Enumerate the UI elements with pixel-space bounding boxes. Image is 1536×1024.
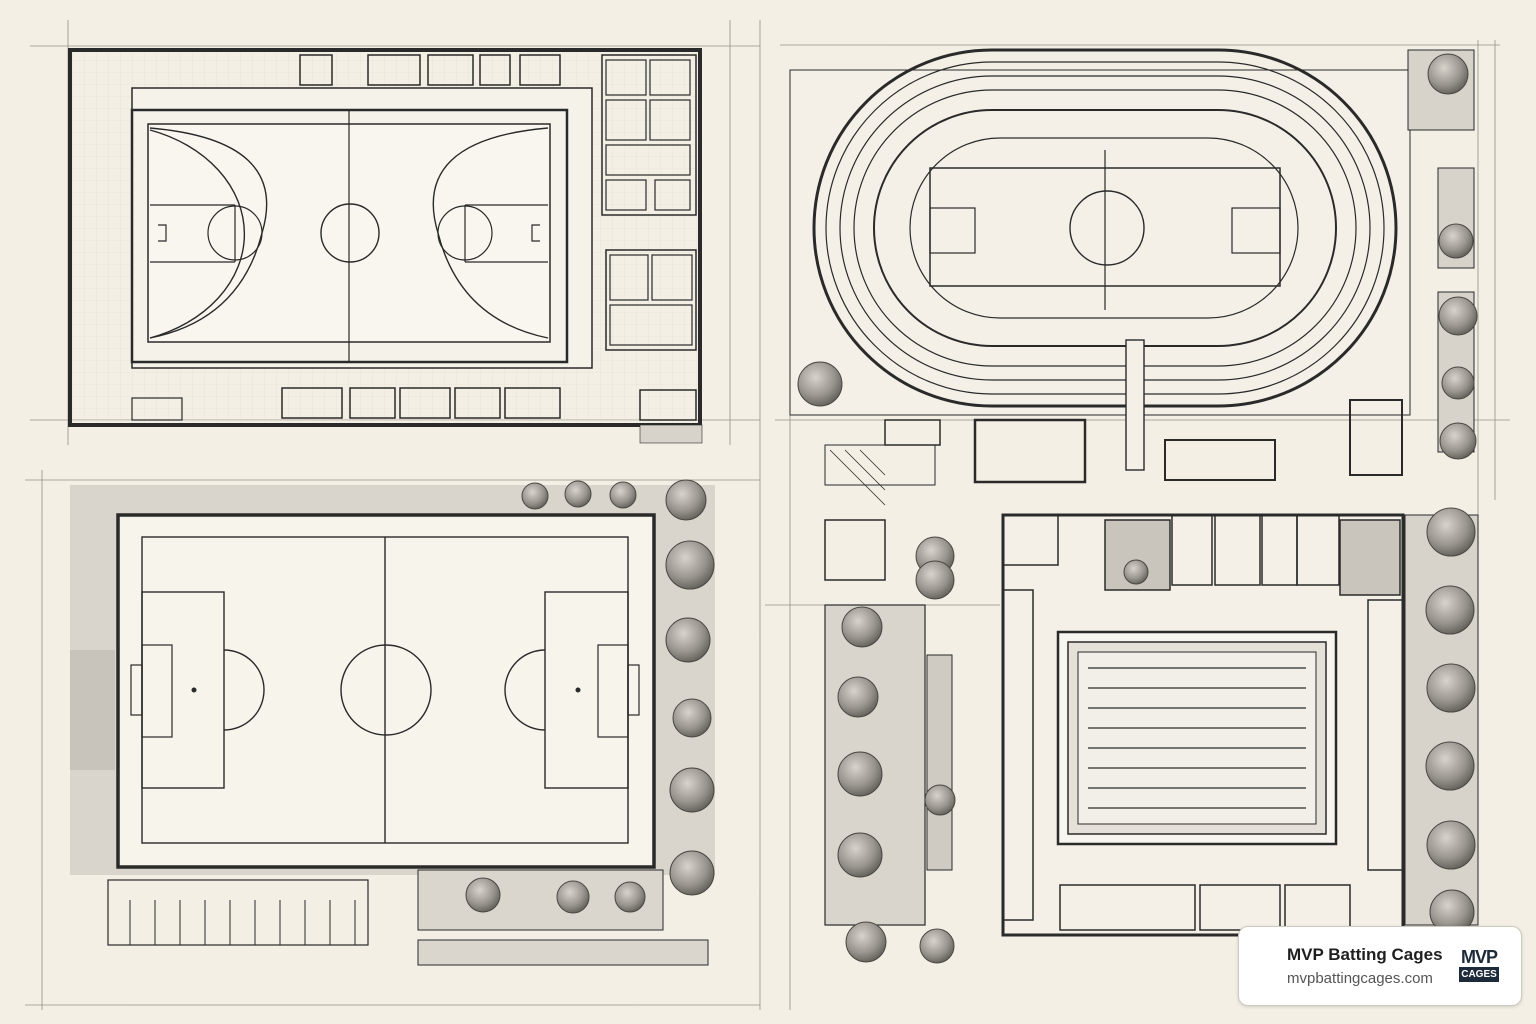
brand-name: MVP Batting Cages bbox=[1287, 945, 1443, 964]
running-track bbox=[789, 48, 1475, 471]
soccer-field bbox=[70, 485, 715, 966]
logo-wordmark: MVP bbox=[1460, 947, 1498, 967]
logo-subwordmark: CAGES bbox=[1459, 967, 1499, 982]
brand-badge[interactable]: MVP Batting Cages mvpbattingcages.com MV… bbox=[1238, 926, 1522, 1006]
brand-logo: MVP CAGES bbox=[1459, 947, 1499, 985]
aquatic-center bbox=[824, 399, 1479, 937]
basketball-building bbox=[68, 48, 703, 444]
brand-url[interactable]: mvpbattingcages.com bbox=[1287, 970, 1433, 987]
trees bbox=[465, 53, 1478, 964]
